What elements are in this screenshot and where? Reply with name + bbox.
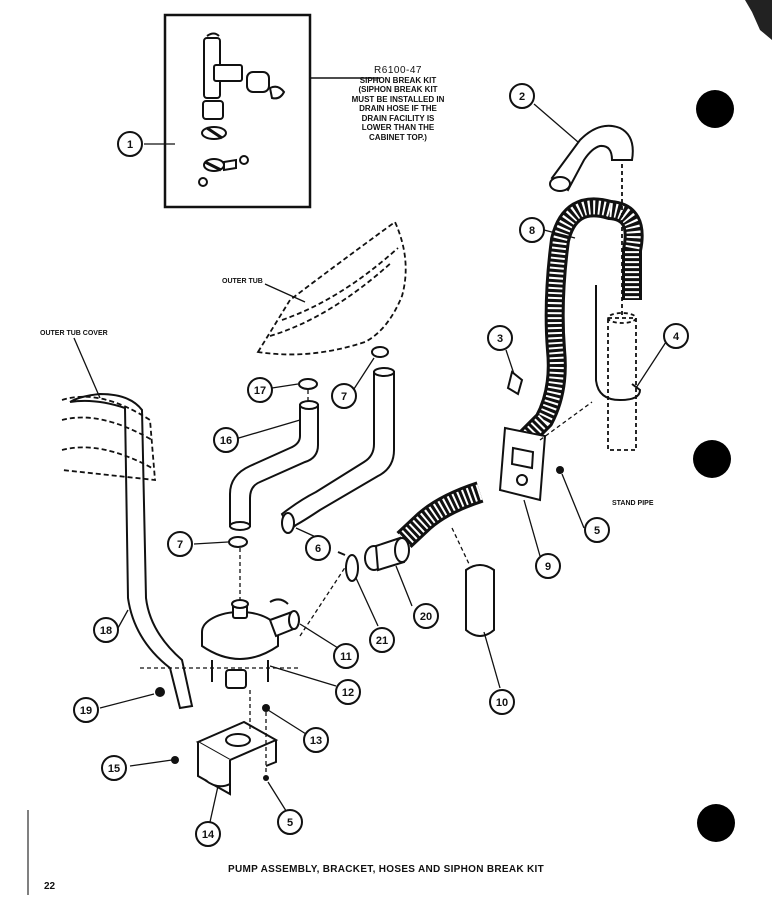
kit-note-line: cabinet top.): [369, 132, 427, 142]
callout-numbers: 1 2 3 4 5 5 6 7 7 8 9 10 11 12 13 14 15 …: [80, 91, 680, 841]
callout-15: 15: [108, 763, 120, 775]
callout-3: 3: [497, 333, 503, 345]
siphon-break-kit-box: [163, 13, 380, 209]
outer-tub-outline: [256, 220, 407, 356]
bumper-10: [465, 564, 495, 637]
callout-14: 14: [202, 829, 215, 841]
callout-5: 5: [594, 525, 600, 537]
callout-20: 20: [420, 611, 432, 623]
binder-hole-icon: [697, 804, 735, 842]
callout-21: 21: [376, 635, 388, 647]
callout-19: 19: [80, 705, 92, 717]
figure-caption: PUMP ASSEMBLY, BRACKET, HOSES AND SIPHON…: [228, 864, 544, 875]
hose-bracket-9: [498, 426, 547, 502]
callout-12: 12: [342, 687, 354, 699]
stand-pipe: [607, 150, 637, 451]
clamp-21: [337, 551, 359, 582]
hose-18: [69, 392, 194, 710]
scan-edge-mark: [745, 0, 772, 40]
callout-17: 17: [254, 385, 266, 397]
kit-note-line: drain hose if the: [359, 104, 437, 113]
pump-12: [201, 599, 300, 689]
callout-1: 1: [127, 139, 133, 151]
callout-9: 9: [545, 561, 551, 573]
callout-8: 8: [529, 225, 535, 237]
siphon-kit-note: R6100-47 SIPHON BREAK KIT (Siphon break …: [338, 66, 458, 142]
callout-circles: [73, 83, 689, 847]
callout-7: 7: [341, 391, 347, 403]
stand-pipe-label: STAND PIPE: [612, 500, 654, 507]
kit-note-line: (Siphon break kit: [358, 85, 438, 94]
binder-hole-icon: [696, 90, 734, 128]
connector-20: [364, 536, 410, 572]
callout-5: 5: [287, 817, 293, 829]
callout-10: 10: [496, 697, 508, 709]
outer-tub-label: OUTER TUB: [222, 278, 263, 285]
clamps-7-17: [228, 346, 389, 548]
callout-13: 13: [310, 735, 322, 747]
assembly-lines: [140, 390, 593, 772]
screw-5: [556, 466, 564, 474]
callout-2: 2: [519, 91, 525, 103]
callout-6: 6: [315, 543, 321, 555]
hose-8-corrugated: [396, 197, 644, 549]
outer-tub-cover-label: OUTER TUB COVER: [40, 330, 108, 337]
page-number: 22: [44, 881, 56, 892]
hose-6: [280, 367, 395, 534]
kit-note-line: MUST be installed in: [351, 94, 445, 104]
callout-16: 16: [220, 435, 232, 447]
kit-title: SIPHON BREAK KIT: [359, 75, 437, 85]
clip-3: [506, 370, 524, 396]
callout-18: 18: [100, 625, 112, 637]
callout-4: 4: [673, 331, 680, 343]
kit-part-number: R6100-47: [374, 65, 422, 76]
callout-11: 11: [340, 651, 352, 663]
binder-hole-icon: [693, 440, 731, 478]
kit-note-line: lower than the: [361, 123, 435, 132]
leader-lines: [99, 103, 667, 823]
callout-7: 7: [177, 539, 183, 551]
hose-strap-4: [595, 285, 642, 402]
pump-bracket-14: [195, 720, 279, 796]
kit-note-line: drain facility is: [361, 113, 435, 123]
drain-elbow-2: [549, 124, 634, 192]
hose-16: [229, 400, 319, 531]
